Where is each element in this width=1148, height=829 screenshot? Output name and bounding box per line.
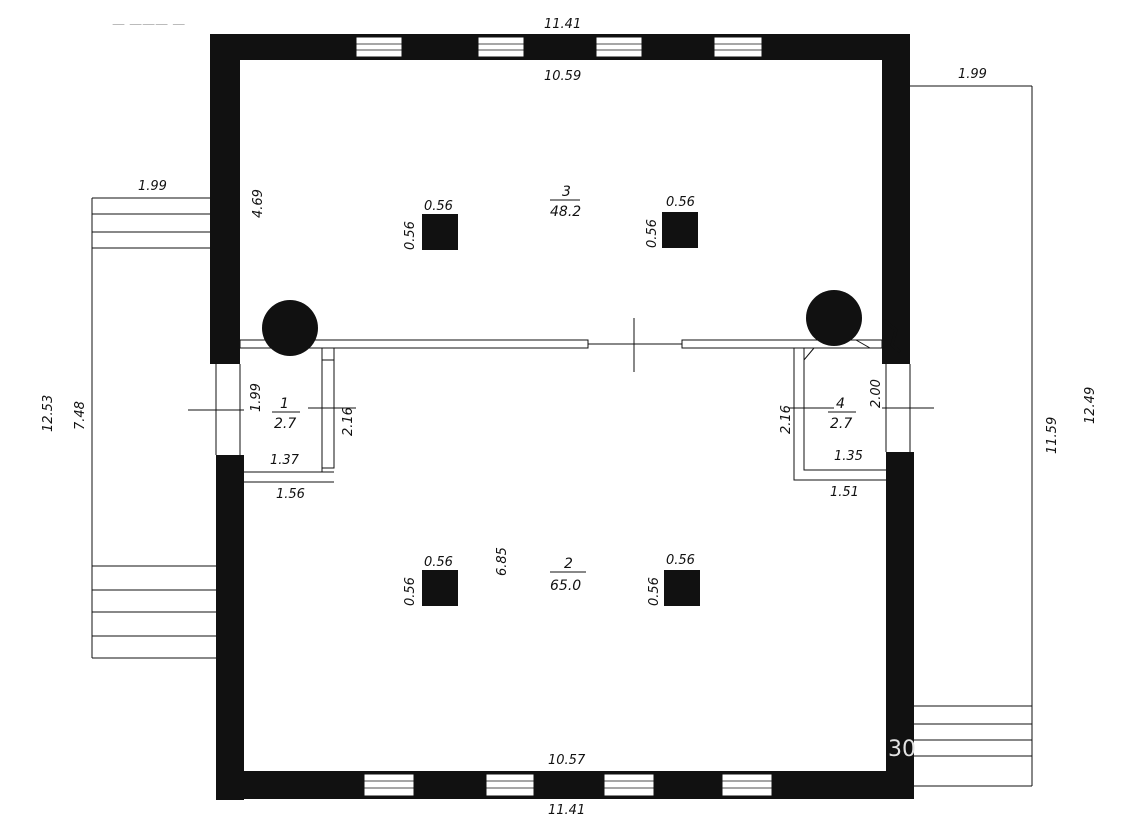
wall-bottom — [216, 771, 914, 799]
wall-crack — [883, 318, 901, 354]
col-b-top: 0.56 — [666, 195, 695, 210]
watermark: 30 — [888, 737, 916, 762]
room-label-1: 1 2.7 — [272, 396, 300, 432]
dim-top-outer: 11.41 — [544, 17, 581, 32]
col-d-top: 0.56 — [666, 553, 695, 568]
dim-room3-height: 4.69 — [251, 189, 266, 218]
room-label-3: 3 48.2 — [550, 184, 581, 220]
steps-left — [91, 197, 216, 659]
column-d — [664, 570, 700, 606]
column-b — [662, 212, 698, 248]
steps-right — [910, 85, 1033, 787]
dim-room1-inner-width: 1.37 — [270, 453, 300, 468]
dim-top-inner: 10.59 — [544, 69, 581, 84]
dim-left-steps-length: 7.48 — [73, 401, 88, 430]
dim-left-steps-width: 1.99 — [138, 179, 167, 194]
col-b-side: 0.56 — [645, 219, 660, 248]
room-label-4: 4 2.7 — [828, 396, 856, 432]
dim-right-overall: 12.49 — [1083, 387, 1098, 424]
dim-room4-height: 2.00 — [869, 379, 884, 408]
wall-right-lower — [886, 452, 914, 797]
windows-bottom — [363, 773, 773, 797]
room-4-walls — [793, 339, 886, 481]
room-number: 4 — [836, 396, 845, 412]
dim-right-steps-width: 1.99 — [958, 67, 987, 82]
room-number: 3 — [562, 184, 571, 200]
stove-right — [806, 290, 862, 346]
section-lines — [188, 407, 934, 411]
dim-left-overall: 12.53 — [41, 395, 56, 432]
column-a — [422, 214, 458, 250]
header-scribble: — ——— — — [112, 17, 185, 32]
partition-middle — [239, 318, 883, 372]
dim-room4-outer-width: 1.51 — [830, 485, 859, 500]
wall-right-upper — [882, 34, 910, 364]
dim-room2-height: 6.85 — [495, 547, 510, 576]
room-number: 1 — [280, 396, 289, 412]
dim-room4-inner-width: 1.35 — [834, 449, 863, 464]
dim-bottom-outer: 11.41 — [548, 803, 585, 818]
room-area: 48.2 — [550, 204, 581, 220]
column-c — [422, 570, 458, 606]
room-area: 2.7 — [274, 416, 296, 432]
stove-left — [262, 300, 318, 356]
col-c-top: 0.56 — [424, 555, 453, 570]
room-label-2: 2 65.0 — [550, 556, 586, 594]
wall-left-upper — [210, 34, 240, 364]
col-a-side: 0.56 — [403, 221, 418, 250]
dim-room4-depth: 2.16 — [779, 405, 794, 434]
dim-room1-height: 1.99 — [249, 383, 264, 412]
col-d-side: 0.56 — [647, 577, 662, 606]
col-a-top: 0.56 — [424, 199, 453, 214]
dim-right-inner-height: 11.59 — [1045, 417, 1060, 454]
room-area: 65.0 — [550, 578, 581, 594]
dim-room1-depth: 2.16 — [341, 407, 356, 436]
room-area: 2.7 — [830, 416, 852, 432]
windows-top — [355, 36, 763, 58]
room-number: 2 — [564, 556, 573, 572]
dim-bottom-inner: 10.57 — [548, 753, 586, 768]
wall-top — [210, 34, 910, 60]
wall-left-lower — [216, 455, 244, 800]
dim-room1-outer-width: 1.56 — [276, 487, 305, 502]
col-c-side: 0.56 — [403, 577, 418, 606]
